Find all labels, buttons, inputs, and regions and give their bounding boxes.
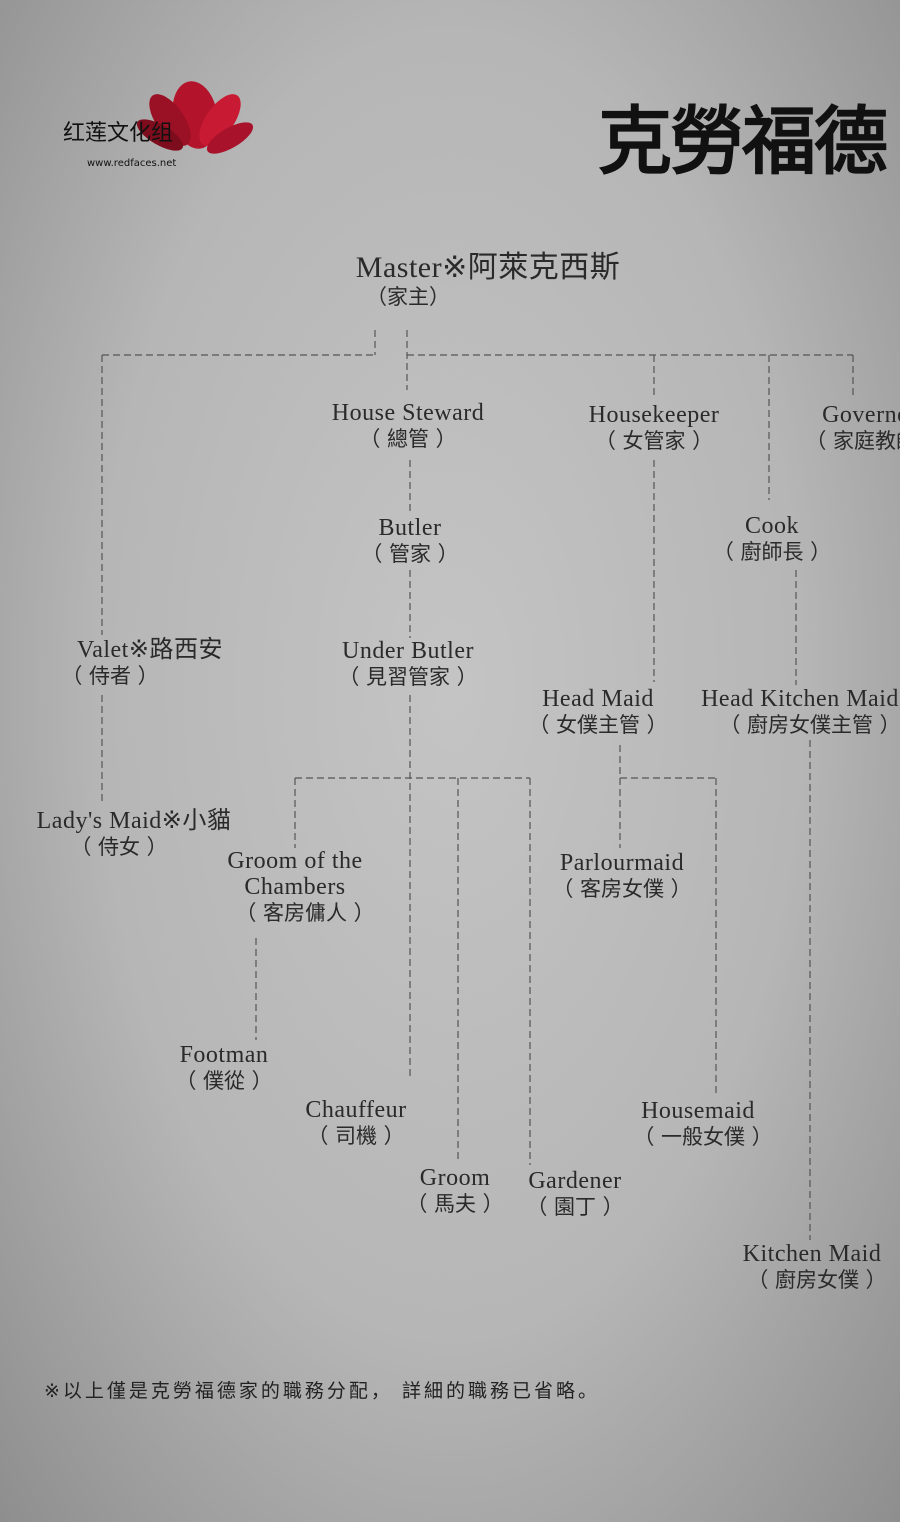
node-footman: Footman （ 僕從 ） (175, 1042, 273, 1093)
node-house-steward: House Steward （ 總管 ） (331, 400, 485, 451)
node-ladys-maid: Lady's Maid※小貓 （ 侍女 ） (36, 808, 232, 859)
node-gardener: Gardener （ 園丁 ） (526, 1168, 624, 1219)
node-kitchen-maid: Kitchen Maid （ 廚房女僕 ） (742, 1241, 887, 1292)
node-head-kitchen-maid: Head Kitchen Maid （ 廚房女僕主管 ） (701, 686, 900, 737)
node-under-butler: Under Butler （ 見習管家 ） (338, 638, 478, 689)
node-head-maid: Head Maid （ 女僕主管 ） (528, 686, 668, 737)
node-valet: Valet※路西安 （ 侍者 ） (61, 637, 223, 688)
lotus-icon (136, 81, 254, 154)
node-housekeeper: Housekeeper （ 女管家 ） (588, 402, 720, 453)
node-master: Master※阿萊克西斯 （家主） (355, 251, 621, 310)
logo-text: 红莲文化组 (63, 121, 174, 146)
node-cook: Cook （ 廚師長 ） (712, 513, 832, 564)
logo-url: www.redfaces.net (87, 158, 177, 169)
node-parlourmaid: Parlourmaid （ 客房女僕 ） (552, 850, 692, 901)
node-groom: Groom （ 馬夫 ） (406, 1165, 504, 1216)
page-title: 克勞福德 (598, 99, 888, 185)
node-governess: Governess （ 家庭教師 ） (805, 402, 900, 453)
node-groom-of-the-chambers: Groom of the Chambers （ 客房傭人 ） (227, 848, 375, 925)
logo: 红莲文化组 www.redfaces.net (55, 70, 255, 180)
footer-note: ※以上僅是克勞福德家的職務分配， 詳細的職務已省略。 (44, 1380, 600, 1402)
node-butler: Butler （ 管家 ） (361, 515, 459, 566)
node-housemaid: Housemaid （ 一般女僕 ） (633, 1098, 773, 1149)
node-chauffeur: Chauffeur （ 司機 ） (305, 1097, 407, 1148)
